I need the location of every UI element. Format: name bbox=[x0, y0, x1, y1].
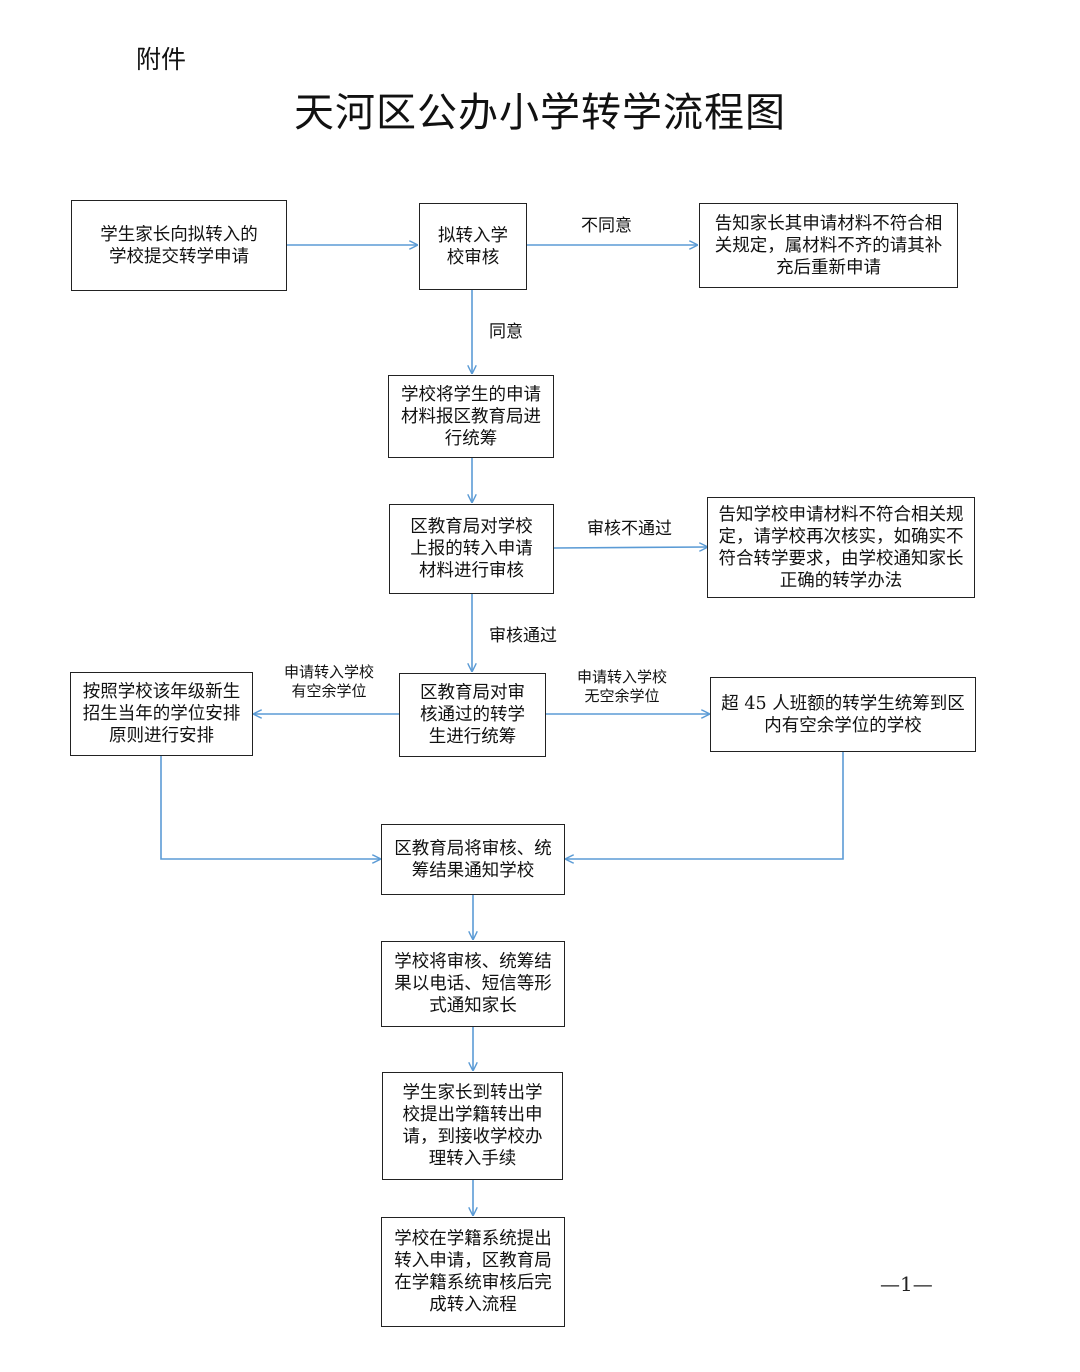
page-title: 天河区公办小学转学流程图 bbox=[294, 90, 786, 136]
edge-label-agree: 同意 bbox=[489, 322, 523, 342]
node-system-complete: 学校在学籍系统提出转入申请，区教育局在学籍系统审核后完成转入流程 bbox=[381, 1217, 565, 1327]
node-school-review: 拟转入学校审核 bbox=[419, 203, 527, 290]
node-school-notify-parent: 学校将审核、统筹结果以电话、短信等形式通知家长 bbox=[381, 941, 565, 1027]
arrow-arrange-to-notify bbox=[160, 756, 380, 859]
node-bureau-review: 区教育局对学校上报的转入申请材料进行审核 bbox=[389, 504, 554, 594]
edge-label-review-fail: 审核不通过 bbox=[587, 519, 672, 539]
arrow-bureau-review-to-notify-school bbox=[553, 547, 707, 548]
node-over-45-class: 超 45 人班额的转学生统筹到区内有空余学位的学校 bbox=[710, 677, 976, 752]
node-bureau-notify-school: 区教育局将审核、统筹结果通知学校 bbox=[381, 824, 565, 895]
node-arrange-by-grade: 按照学校该年级新生招生当年的学位安排原则进行安排 bbox=[70, 672, 253, 756]
edge-label-no-vacancy: 申请转入学校无空余学位 bbox=[576, 668, 667, 705]
edge-label-review-pass: 审核通过 bbox=[489, 626, 557, 646]
attachment-label: 附件 bbox=[136, 45, 187, 74]
node-report-to-bureau: 学校将学生的申请材料报区教育局进行统筹 bbox=[388, 375, 554, 458]
page-number: —1— bbox=[880, 1272, 933, 1296]
node-parent-submit: 学生家长向拟转入的学校提交转学申请 bbox=[71, 200, 287, 291]
arrow-over45-to-notify bbox=[566, 752, 844, 859]
edge-label-has-vacancy: 申请转入学校有空余学位 bbox=[283, 663, 374, 700]
node-bureau-coordinate: 区教育局对审核通过的转学生进行统筹 bbox=[399, 673, 546, 757]
node-parent-transfer-out: 学生家长到转出学校提出学籍转出申请，到接收学校办理转入手续 bbox=[382, 1072, 563, 1180]
node-notify-parent-reapply: 告知家长其申请材料不符合相关规定，属材料不齐的请其补充后重新申请 bbox=[699, 203, 958, 288]
node-notify-school-verify: 告知学校申请材料不符合相关规定，请学校再次核实，如确实不符合转学要求，由学校通知… bbox=[707, 497, 975, 598]
edge-label-disagree: 不同意 bbox=[581, 216, 632, 236]
